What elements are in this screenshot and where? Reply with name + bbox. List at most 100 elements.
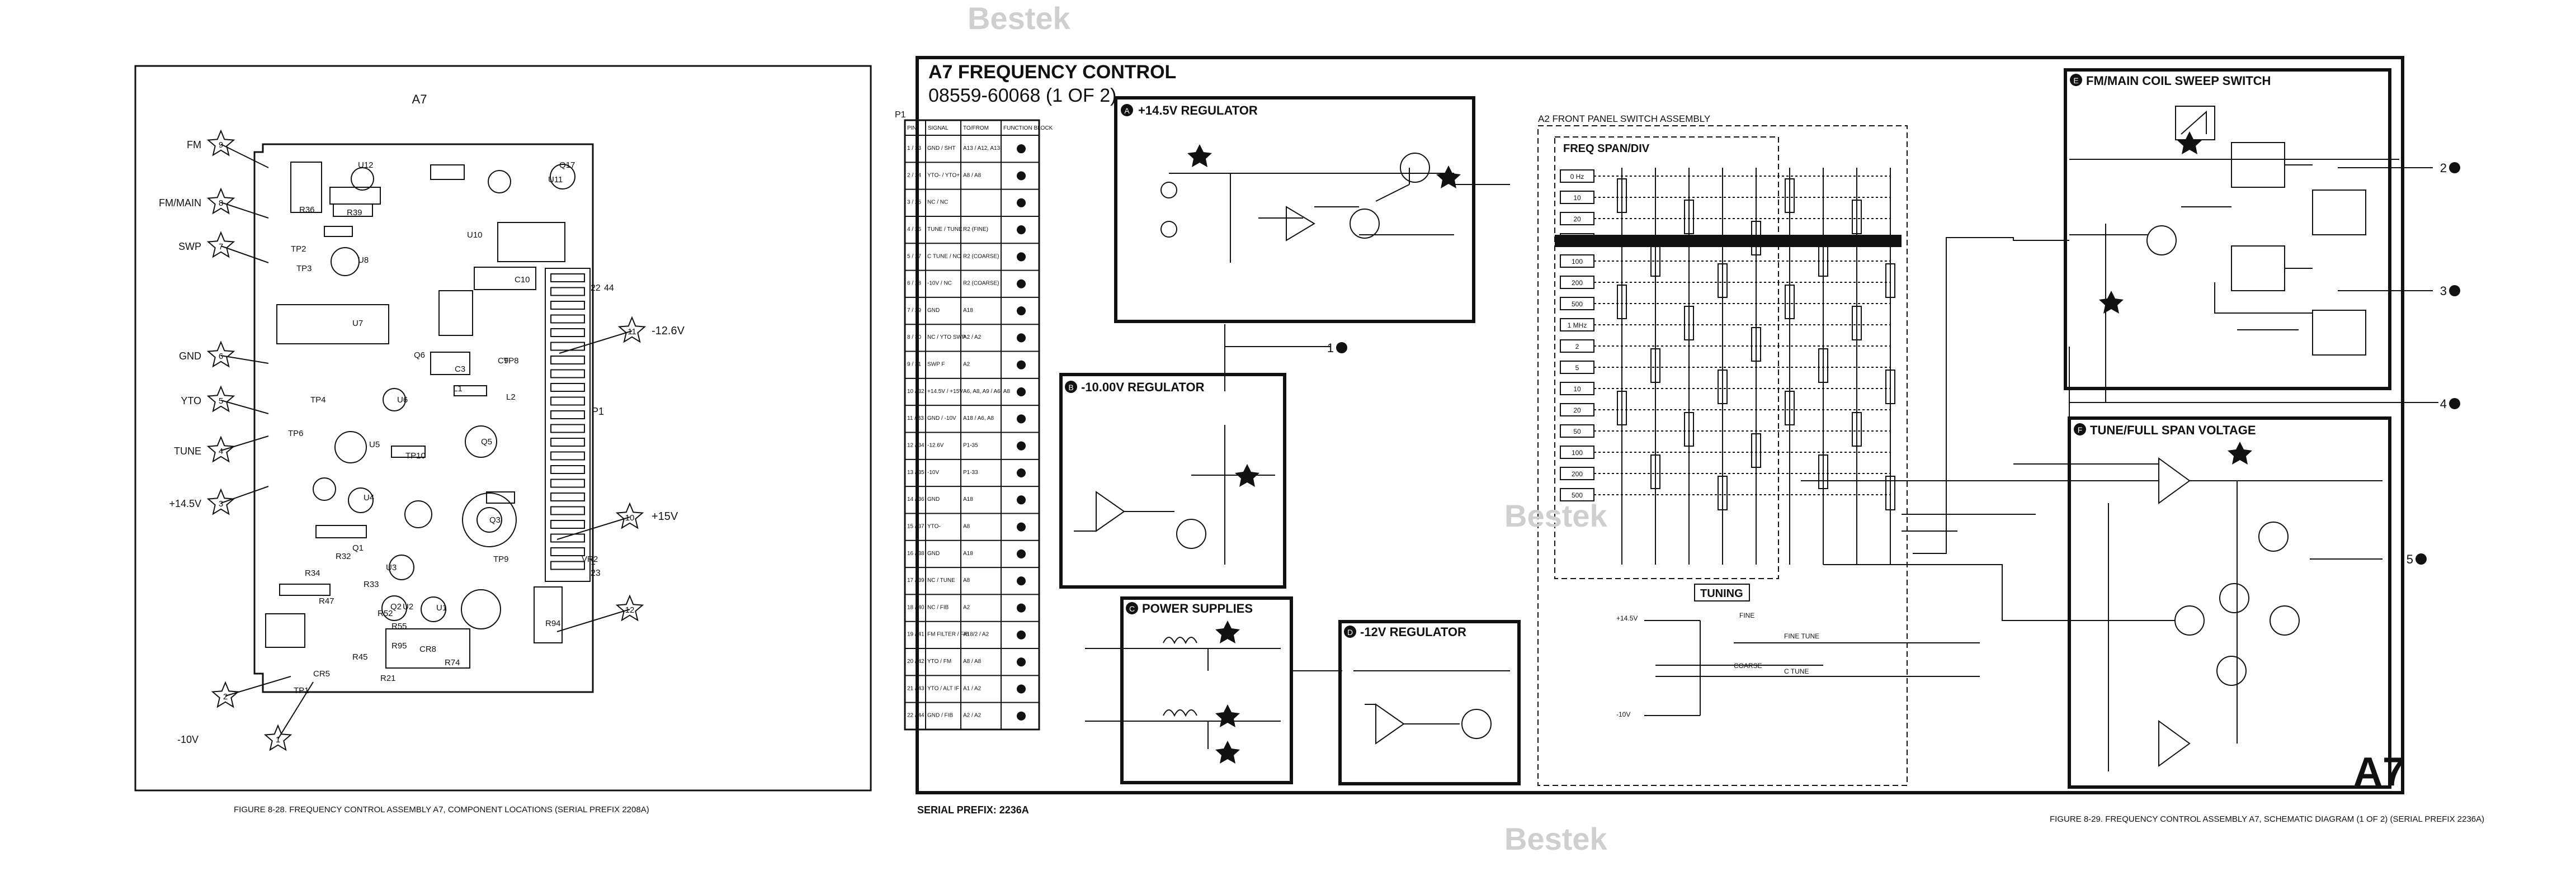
callout-label: YTO [181, 395, 201, 406]
tuning-text: +14.5V [1616, 614, 1638, 622]
component-ref: TP8 [503, 356, 519, 366]
freq-span-value: 200 [1572, 470, 1583, 478]
component-ref: Q5 [481, 437, 492, 447]
table-signal: NC / YTO SWP [927, 334, 966, 340]
table-signal: +14.5V / +15V [927, 389, 963, 395]
block-d-title: -12V REGULATOR [1360, 625, 1466, 639]
function-block-dot [1017, 414, 1026, 424]
figure-8-28-caption: FIGURE 8-28. FREQUENCY CONTROL ASSEMBLY … [234, 805, 649, 814]
figure-8-29-caption: FIGURE 8-29. FREQUENCY CONTROL ASSEMBLY … [2050, 814, 2484, 824]
callout-label: GND [179, 350, 201, 362]
table-signal: GND / -10V [927, 415, 956, 421]
table-pin: 12 / 34 [907, 443, 924, 449]
table-pin: 10 / 32 [907, 389, 924, 395]
table-to: A18 / A6, A8 [963, 415, 994, 421]
block-d-letter: D [1347, 628, 1353, 637]
callout-number: 11 [628, 327, 636, 337]
tuning-text: -10V [1616, 711, 1630, 718]
table-signal: GND / FIB [927, 713, 953, 719]
table-pin: 11 / 33 [907, 415, 924, 421]
table-to: A18 [963, 307, 973, 314]
output-marker-number: 3 [2440, 284, 2447, 298]
callout-label: TUNE [174, 446, 201, 457]
table-to: A6, A8, A9 / A6, A8 [963, 389, 1010, 395]
table-to: R2 (FINE) [963, 226, 988, 233]
block-a-letter: A [1124, 106, 1130, 115]
component-ref: U10 [467, 230, 483, 240]
function-block-dot [1017, 576, 1026, 586]
table-signal: YTO / ALT IF [927, 685, 959, 691]
connector-pin-23: 23 [591, 569, 601, 578]
component-ref: TP6 [288, 429, 304, 438]
callout-number: 7 [219, 242, 223, 252]
component-location-figure: A7 P1 22 44 1 23 [134, 65, 872, 814]
function-block-dot [1017, 279, 1026, 288]
component-ref: R39 [347, 208, 362, 217]
component-ref: R55 [391, 622, 407, 631]
component-ref: R47 [319, 596, 334, 606]
component-ref: Q6 [414, 350, 425, 360]
schematic-part-number: 08559-60068 (1 OF 2) [928, 85, 1116, 106]
table-to: R2 (COARSE) [963, 281, 999, 287]
component-ref: R33 [364, 580, 379, 589]
function-block-dot [1017, 306, 1026, 316]
table-pin: 3 / 25 [907, 200, 921, 206]
block-c-letter: C [1129, 604, 1135, 613]
component-ref: U8 [358, 255, 369, 265]
callout-label: +15V [652, 510, 678, 523]
signal-nets [1224, 167, 2438, 621]
component-ref: U4 [364, 493, 374, 503]
block-f-tune-full-span: F TUNE/FULL SPAN VOLTAGE [2013, 416, 2391, 789]
function-block-dot [1017, 684, 1026, 694]
component-ref: L1 [453, 384, 463, 394]
function-block-dot [1017, 144, 1026, 154]
table-pin: 16 / 38 [907, 551, 924, 557]
freq-span-value: 20 [1573, 215, 1581, 223]
component-ref: TP9 [493, 555, 509, 564]
table-pin: 7 / 29 [907, 307, 921, 314]
component-ref: TP4 [310, 395, 326, 405]
component-ref: Q2 [390, 602, 402, 612]
board-title: A7 [412, 92, 427, 106]
callout-label: +14.5V [169, 498, 201, 509]
serial-prefix: SERIAL PREFIX: 2236A [917, 804, 1029, 816]
freq-span-value: 100 [1572, 258, 1583, 266]
table-to: A8 [963, 577, 970, 584]
transistor-circles [313, 164, 575, 629]
component-ref: U3 [386, 563, 397, 572]
callout-label: SWP [178, 241, 201, 252]
component-ref: R45 [352, 652, 368, 662]
table-header: TO/FROM [963, 125, 989, 131]
connector-pin-1: 1 [591, 557, 596, 567]
table-signal: -10V [927, 470, 939, 476]
output-marker-dot [2449, 162, 2460, 173]
table-pin: 18 / 40 [907, 604, 924, 610]
function-block-dot [1017, 711, 1026, 721]
function-block-dot [1017, 387, 1026, 397]
output-marker-number: 2 [2440, 161, 2447, 175]
table-to: A1 / A2 [963, 685, 982, 691]
callout-label: -10V [177, 734, 199, 745]
component-ref: TP1 [294, 686, 309, 695]
table-pin: 22 / 44 [907, 713, 924, 719]
component-ref: CR5 [313, 669, 330, 679]
table-to: A13 / A12, A13 [963, 145, 1001, 151]
callout-label: FM [187, 139, 201, 150]
table-pin: 14 / 36 [907, 496, 924, 503]
block-f-letter: F [2078, 425, 2083, 434]
table-signal: GND [927, 307, 940, 314]
component-ref: R34 [305, 569, 320, 578]
table-signal: YTO- / YTO+ [927, 172, 960, 178]
a2-switch-assembly: A2 FRONT PANEL SWITCH ASSEMBLY FREQ SPAN… [1537, 113, 1980, 786]
table-pin: 9 / 31 [907, 362, 921, 368]
output-marker-dot [2449, 285, 2460, 296]
component-ref: TP2 [291, 244, 306, 254]
output-marker-number: 5 [2407, 552, 2413, 566]
table-signal: GND [927, 551, 940, 557]
callout-number: 2 [223, 692, 228, 702]
callout-label: -12.6V [652, 325, 685, 337]
block-e-sweep-switch: E FM/MAIN COIL SWEEP SWITCH [2064, 68, 2399, 402]
a7-big-label: A7 [2353, 750, 2405, 794]
